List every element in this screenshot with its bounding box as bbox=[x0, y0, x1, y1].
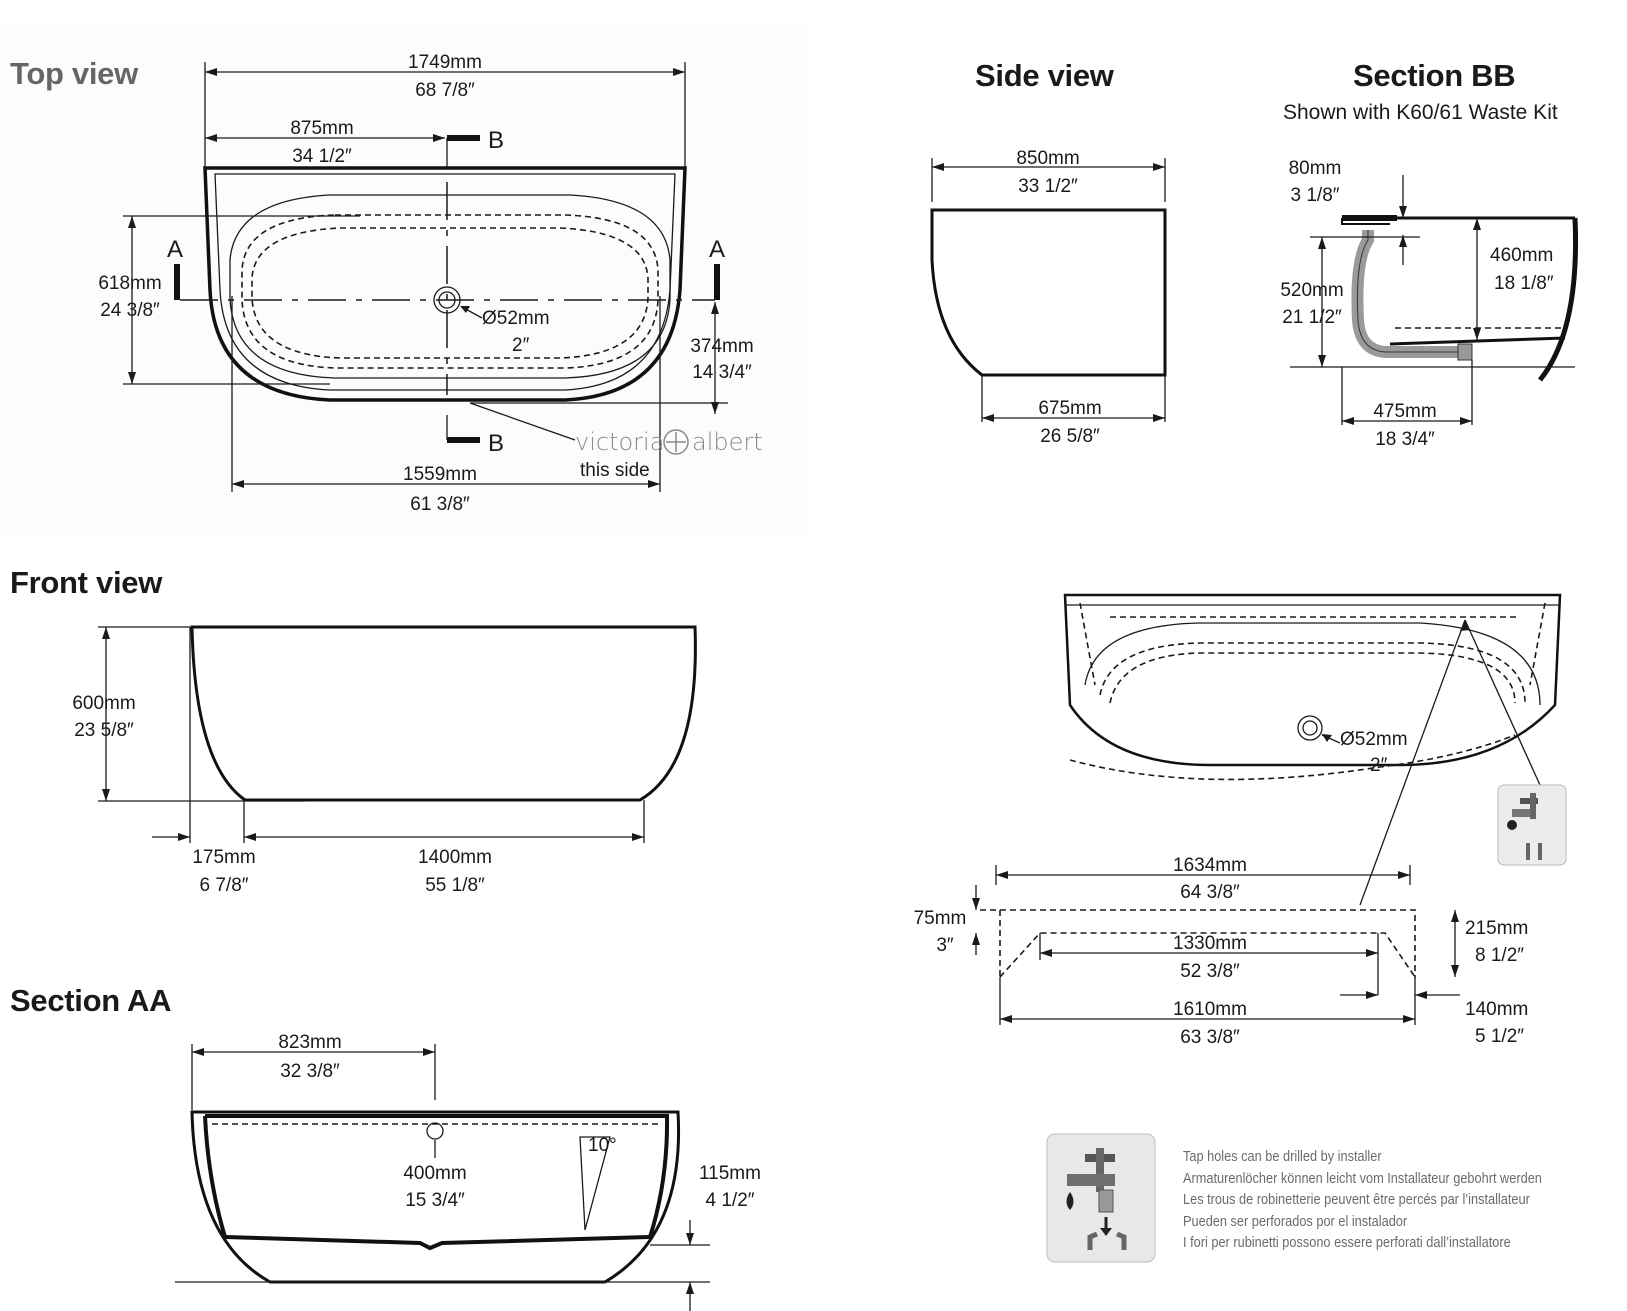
section-bb-drawing: 80mm 3 1/8″ 460mm 18 1/8″ 520mm 21 1/2″ … bbox=[1280, 158, 1579, 450]
brand-plus-icon bbox=[663, 429, 689, 455]
wall-base-in: 63 3/8″ bbox=[1180, 1027, 1240, 1048]
wall-outer-mm: 1634mm bbox=[1173, 855, 1247, 876]
front-view-heading: Front view bbox=[10, 565, 163, 600]
top-waste-dia-in: 2″ bbox=[512, 335, 530, 356]
bb-rim-in: 3 1/8″ bbox=[1291, 185, 1340, 206]
top-half-in: 34 1/2″ bbox=[292, 146, 352, 167]
front-view-drawing: 600mm 23 5/8″ 175mm 6 7/8″ 1400mm 55 1/8… bbox=[72, 625, 697, 896]
wall-waste-dia-mm: Ø52mm bbox=[1340, 729, 1408, 750]
aa-water-depth-in: 15 3/4″ bbox=[405, 1190, 465, 1211]
top-offset-in: 14 3/4″ bbox=[692, 362, 752, 383]
section-b-marker-bottom: B bbox=[488, 430, 504, 457]
side-view-heading: Side view bbox=[975, 58, 1114, 93]
aa-base-in: 4 1/2″ bbox=[706, 1190, 755, 1211]
side-top-width-mm: 850mm bbox=[1016, 148, 1079, 169]
front-height-in: 23 5/8″ bbox=[74, 720, 134, 741]
front-base-mm: 1400mm bbox=[418, 847, 492, 868]
section-a-marker-left: A bbox=[167, 236, 183, 263]
bb-waste-in: 18 3/4″ bbox=[1375, 429, 1435, 450]
top-view-drawing: 1749mm 68 7/8″ 875mm 34 1/2″ B B Ø52mm 2… bbox=[0, 25, 808, 535]
brand-victoria: victoria bbox=[575, 428, 664, 456]
tap-hole-notes: Tap holes can be drilled by installer Ar… bbox=[1183, 1147, 1542, 1255]
wall-height-mm: 215mm bbox=[1465, 918, 1528, 939]
front-overhang-in: 6 7/8″ bbox=[200, 875, 249, 896]
top-view-heading: Top view bbox=[10, 56, 138, 91]
aa-base-mm: 115mm bbox=[699, 1163, 761, 1184]
bb-rim-mm: 80mm bbox=[1289, 158, 1342, 179]
front-overhang-mm: 175mm bbox=[192, 847, 255, 868]
section-aa-drawing: 823mm 32 3/8″ 400mm 15 3/4″ 10° 115mm 4 … bbox=[175, 1032, 761, 1311]
top-depth-in: 24 3/8″ bbox=[100, 300, 160, 321]
top-base-mm: 1559mm bbox=[403, 464, 477, 485]
tap-note-en: Tap holes can be drilled by installer bbox=[1183, 1149, 1382, 1165]
top-length-in: 68 7/8″ bbox=[415, 80, 475, 101]
bb-overflow-in: 21 1/2″ bbox=[1282, 307, 1342, 328]
brand-this-side: this side bbox=[580, 460, 650, 481]
aa-waste-pos-in: 32 3/8″ bbox=[280, 1061, 340, 1082]
wall-waste-dia-in: 2″ bbox=[1370, 755, 1388, 776]
wall-side-in: 5 1/2″ bbox=[1475, 1026, 1524, 1047]
tap-note-es: Pueden ser perforados por el instalador bbox=[1183, 1213, 1408, 1230]
side-top-width-in: 33 1/2″ bbox=[1018, 176, 1078, 197]
section-bb-heading: Section BB bbox=[1353, 58, 1516, 93]
side-base-width-mm: 675mm bbox=[1038, 398, 1101, 419]
top-half-mm: 875mm bbox=[290, 118, 353, 139]
wall-inner-in: 52 3/8″ bbox=[1180, 961, 1240, 982]
aa-waste-pos-mm: 823mm bbox=[278, 1032, 341, 1053]
wall-side-mm: 140mm bbox=[1465, 999, 1528, 1020]
front-base-in: 55 1/8″ bbox=[425, 875, 485, 896]
wall-top-offset-mm: 75mm bbox=[914, 908, 967, 929]
section-a-marker-right: A bbox=[709, 236, 725, 263]
top-offset-mm: 374mm bbox=[690, 336, 753, 357]
aa-angle: 10° bbox=[588, 1135, 617, 1156]
bb-depth-mm: 460mm bbox=[1490, 245, 1553, 266]
tap-hole-icon bbox=[1046, 1133, 1156, 1263]
top-base-in: 61 3/8″ bbox=[410, 494, 470, 515]
tap-note-de: Armaturenlöcher können leicht vom Instal… bbox=[1183, 1170, 1542, 1187]
wall-outer-in: 64 3/8″ bbox=[1180, 882, 1240, 903]
bb-depth-in: 18 1/8″ bbox=[1494, 273, 1554, 294]
front-height-mm: 600mm bbox=[72, 693, 135, 714]
bb-overflow-mm: 520mm bbox=[1280, 280, 1343, 301]
top-waste-dia-mm: Ø52mm bbox=[482, 308, 550, 329]
top-depth-mm: 618mm bbox=[98, 273, 161, 294]
section-bb-subheading: Shown with K60/61 Waste Kit bbox=[1283, 101, 1558, 124]
tap-note-fr: Les trous de robinetterie peuvent être p… bbox=[1183, 1192, 1530, 1208]
section-aa-heading: Section AA bbox=[10, 983, 172, 1018]
top-length-mm: 1749mm bbox=[408, 52, 482, 73]
side-base-width-in: 26 5/8″ bbox=[1040, 426, 1100, 447]
aa-water-depth-mm: 400mm bbox=[403, 1163, 466, 1184]
wall-detail-drawing: Ø52mm 2″ 1634mm 64 3/8″ 1330mm 52 3/8″ 1… bbox=[914, 593, 1567, 1048]
tap-note-it: I fori per rubinetti possono essere perf… bbox=[1183, 1235, 1511, 1251]
wall-base-mm: 1610mm bbox=[1173, 999, 1247, 1020]
brand-albert: albert bbox=[692, 428, 763, 456]
wall-height-in: 8 1/2″ bbox=[1475, 945, 1524, 966]
section-b-marker-top: B bbox=[488, 127, 504, 154]
side-view-drawing: 850mm 33 1/2″ 675mm 26 5/8″ bbox=[930, 148, 1167, 447]
bb-waste-mm: 475mm bbox=[1373, 401, 1436, 422]
wall-inner-mm: 1330mm bbox=[1173, 933, 1247, 954]
wall-top-offset-in: 3″ bbox=[936, 935, 954, 956]
tap-hole-icon-small bbox=[1497, 784, 1567, 866]
